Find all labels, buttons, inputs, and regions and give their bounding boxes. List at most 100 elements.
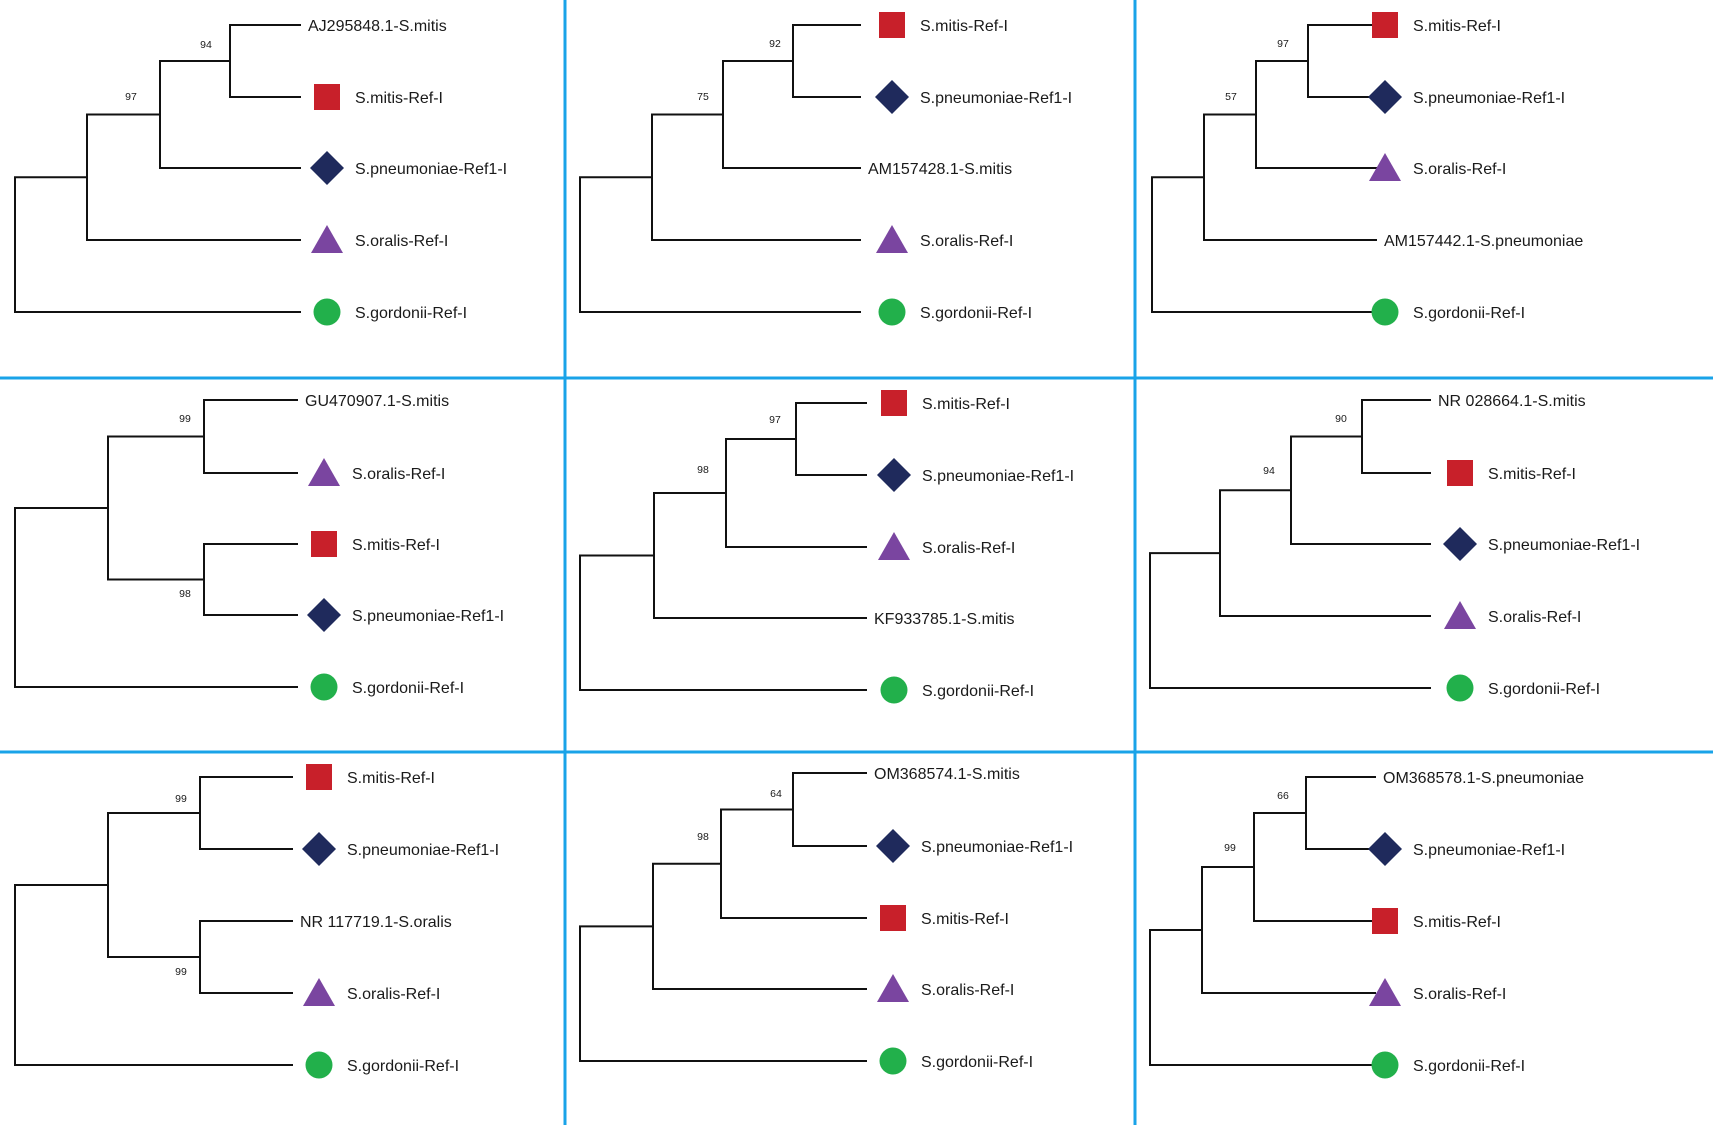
tree-panel: S.mitis-Ref-I S.pneumoniae-Ref1-I S.oralis… — [579, 390, 1074, 704]
bootstrap-support-value: 75 — [697, 91, 709, 103]
navy-diamond-icon — [307, 598, 341, 632]
tip-label: S.pneumoniae-Ref1-I — [1488, 537, 1640, 554]
tree-panel: OM368578.1-S.pneumoniaeS.pneumoniae-Ref1… — [1149, 770, 1584, 1079]
tip-label: S.oralis-Ref-I — [347, 986, 440, 1003]
tip-label: S.pneumoniae-Ref1-I — [1413, 90, 1565, 107]
green-circle-icon — [1371, 1051, 1399, 1079]
purple-triangle-icon — [311, 225, 343, 253]
tip-label: S.oralis-Ref-I — [922, 540, 1015, 557]
tree-branches — [1149, 776, 1376, 1066]
tip-label: S.gordonii-Ref-I — [920, 305, 1032, 322]
tip-label: S.mitis-Ref-I — [355, 90, 443, 107]
tip-label: S.oralis-Ref-I — [352, 466, 445, 483]
red-square-icon — [314, 84, 340, 110]
tip-label: S.mitis-Ref-I — [921, 911, 1009, 928]
tip-label: KF933785.1-S.mitis — [874, 611, 1015, 628]
tree-branches — [14, 399, 298, 688]
tip-label: S.pneumoniae-Ref1-I — [920, 90, 1072, 107]
tree-branches — [1151, 24, 1377, 313]
green-circle-icon — [310, 673, 338, 701]
tip-label: S.pneumoniae-Ref1-I — [921, 839, 1073, 856]
red-square-icon — [1372, 12, 1398, 38]
tree-panel: S.mitis-Ref-I S.pneumoniae-Ref1-I NR 11771… — [14, 764, 499, 1079]
tree-branches — [579, 772, 867, 1062]
tip-label: S.oralis-Ref-I — [921, 982, 1014, 999]
tip-label: OM368578.1-S.pneumoniae — [1383, 770, 1584, 787]
bootstrap-support-value: 98 — [697, 464, 709, 476]
tip-label: S.gordonii-Ref-I — [355, 305, 467, 322]
green-circle-icon — [1446, 674, 1474, 702]
tip-label: S.mitis-Ref-I — [347, 770, 435, 787]
green-circle-icon — [313, 298, 341, 326]
red-square-icon — [880, 905, 906, 931]
tip-label: S.gordonii-Ref-I — [922, 683, 1034, 700]
tip-label: S.oralis-Ref-I — [1413, 161, 1506, 178]
navy-diamond-icon — [1368, 80, 1402, 114]
tip-label: S.mitis-Ref-I — [1413, 18, 1501, 35]
tip-label: NR 028664.1-S.mitis — [1438, 393, 1586, 410]
bootstrap-support-value: 66 — [1277, 790, 1289, 802]
tip-label: S.gordonii-Ref-I — [1413, 1058, 1525, 1075]
tip-label: NR 117719.1-S.oralis — [300, 914, 452, 931]
tree-panels: AJ295848.1-S.mitisS.mitis-Ref-IS.pneumon… — [14, 12, 1640, 1079]
tree-panel: S.mitis-Ref-I S.pneumoniae-Ref1-I S.oralis… — [1151, 12, 1583, 326]
tip-label: S.pneumoniae-Ref1-I — [922, 468, 1074, 485]
tip-label: S.mitis-Ref-I — [922, 396, 1010, 413]
tip-label: S.pneumoniae-Ref1-I — [355, 161, 507, 178]
bootstrap-support-value: 57 — [1225, 91, 1237, 103]
purple-triangle-icon — [308, 458, 340, 486]
tip-label: GU470907.1-S.mitis — [305, 393, 449, 410]
bootstrap-support-value: 98 — [697, 831, 709, 843]
green-circle-icon — [1371, 298, 1399, 326]
bootstrap-support-value: 92 — [769, 38, 781, 50]
purple-triangle-icon — [876, 225, 908, 253]
bootstrap-support-value: 99 — [175, 793, 187, 805]
tip-label: S.oralis-Ref-I — [355, 233, 448, 250]
purple-triangle-icon — [1444, 601, 1476, 629]
bootstrap-support-value: 99 — [175, 966, 187, 978]
purple-triangle-icon — [877, 974, 909, 1002]
tip-label: AM157442.1-S.pneumoniae — [1384, 233, 1583, 250]
tip-label: S.mitis-Ref-I — [1413, 914, 1501, 931]
tree-branches — [579, 402, 867, 691]
navy-diamond-icon — [875, 80, 909, 114]
tip-label: S.gordonii-Ref-I — [347, 1058, 459, 1075]
tree-branches — [579, 24, 861, 313]
red-square-icon — [1372, 908, 1398, 934]
tree-branches — [14, 776, 293, 1066]
bootstrap-support-value: 98 — [179, 588, 191, 600]
bootstrap-support-value: 97 — [125, 91, 137, 103]
red-square-icon — [306, 764, 332, 790]
bootstrap-support-value: 90 — [1335, 413, 1347, 425]
bootstrap-support-value: 97 — [769, 414, 781, 426]
navy-diamond-icon — [1443, 527, 1477, 561]
purple-triangle-icon — [878, 532, 910, 560]
navy-diamond-icon — [1368, 832, 1402, 866]
tip-label: S.oralis-Ref-I — [920, 233, 1013, 250]
red-square-icon — [311, 531, 337, 557]
tip-label: S.gordonii-Ref-I — [1488, 681, 1600, 698]
red-square-icon — [1447, 460, 1473, 486]
tip-label: OM368574.1-S.mitis — [874, 766, 1020, 783]
bootstrap-support-value: 64 — [770, 788, 782, 800]
tip-label: S.mitis-Ref-I — [1488, 466, 1576, 483]
tip-label: S.mitis-Ref-I — [352, 537, 440, 554]
green-circle-icon — [878, 298, 906, 326]
bootstrap-support-value: 99 — [1224, 842, 1236, 854]
tip-label: S.pneumoniae-Ref1-I — [1413, 842, 1565, 859]
bootstrap-support-value: 97 — [1277, 38, 1289, 50]
tip-label: S.gordonii-Ref-I — [1413, 305, 1525, 322]
navy-diamond-icon — [302, 832, 336, 866]
red-square-icon — [879, 12, 905, 38]
tip-label: S.oralis-Ref-I — [1488, 609, 1581, 626]
bootstrap-support-value: 99 — [179, 413, 191, 425]
tree-panel: AJ295848.1-S.mitisS.mitis-Ref-IS.pneumon… — [14, 18, 507, 326]
tip-label: S.pneumoniae-Ref1-I — [347, 842, 499, 859]
bootstrap-support-value: 94 — [1263, 465, 1275, 477]
green-circle-icon — [880, 676, 908, 704]
tree-branches — [1149, 399, 1431, 689]
purple-triangle-icon — [1369, 978, 1401, 1006]
